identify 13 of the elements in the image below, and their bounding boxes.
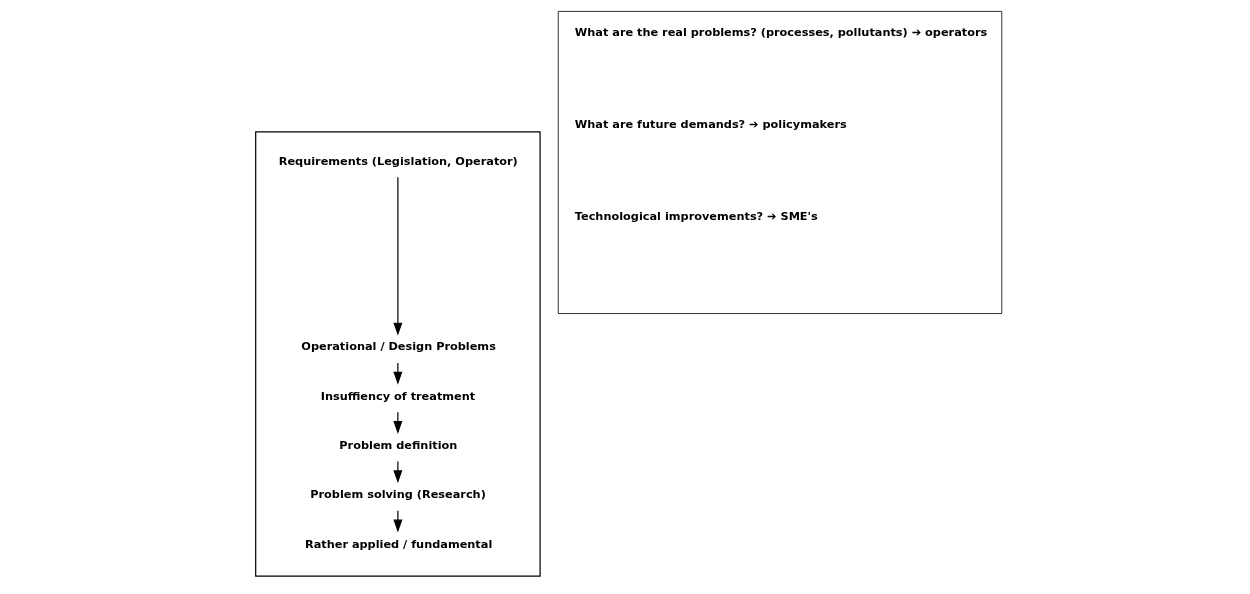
cluster [254,131,541,577]
node-text: Problem definition [338,439,457,453]
arrow [392,411,402,434]
node-text: Insuffiency of treatment [320,389,475,403]
node-text: Rather applied / fundamental [304,537,492,551]
node-text: Requirements (Legislation, Operator) [278,154,518,168]
node-box: What are the real problems? (processes, pollutants) ➔ operators What are future demands? ➔ policymakers Technological improvements? ➔ SME's [557,11,1002,314]
arrow [392,460,402,484]
arrow [392,176,402,336]
node-text: Problem solving (Research) [309,488,486,502]
arrow [392,362,402,385]
arrow [392,510,402,533]
node-text: Operational / Design Problems [300,340,496,354]
